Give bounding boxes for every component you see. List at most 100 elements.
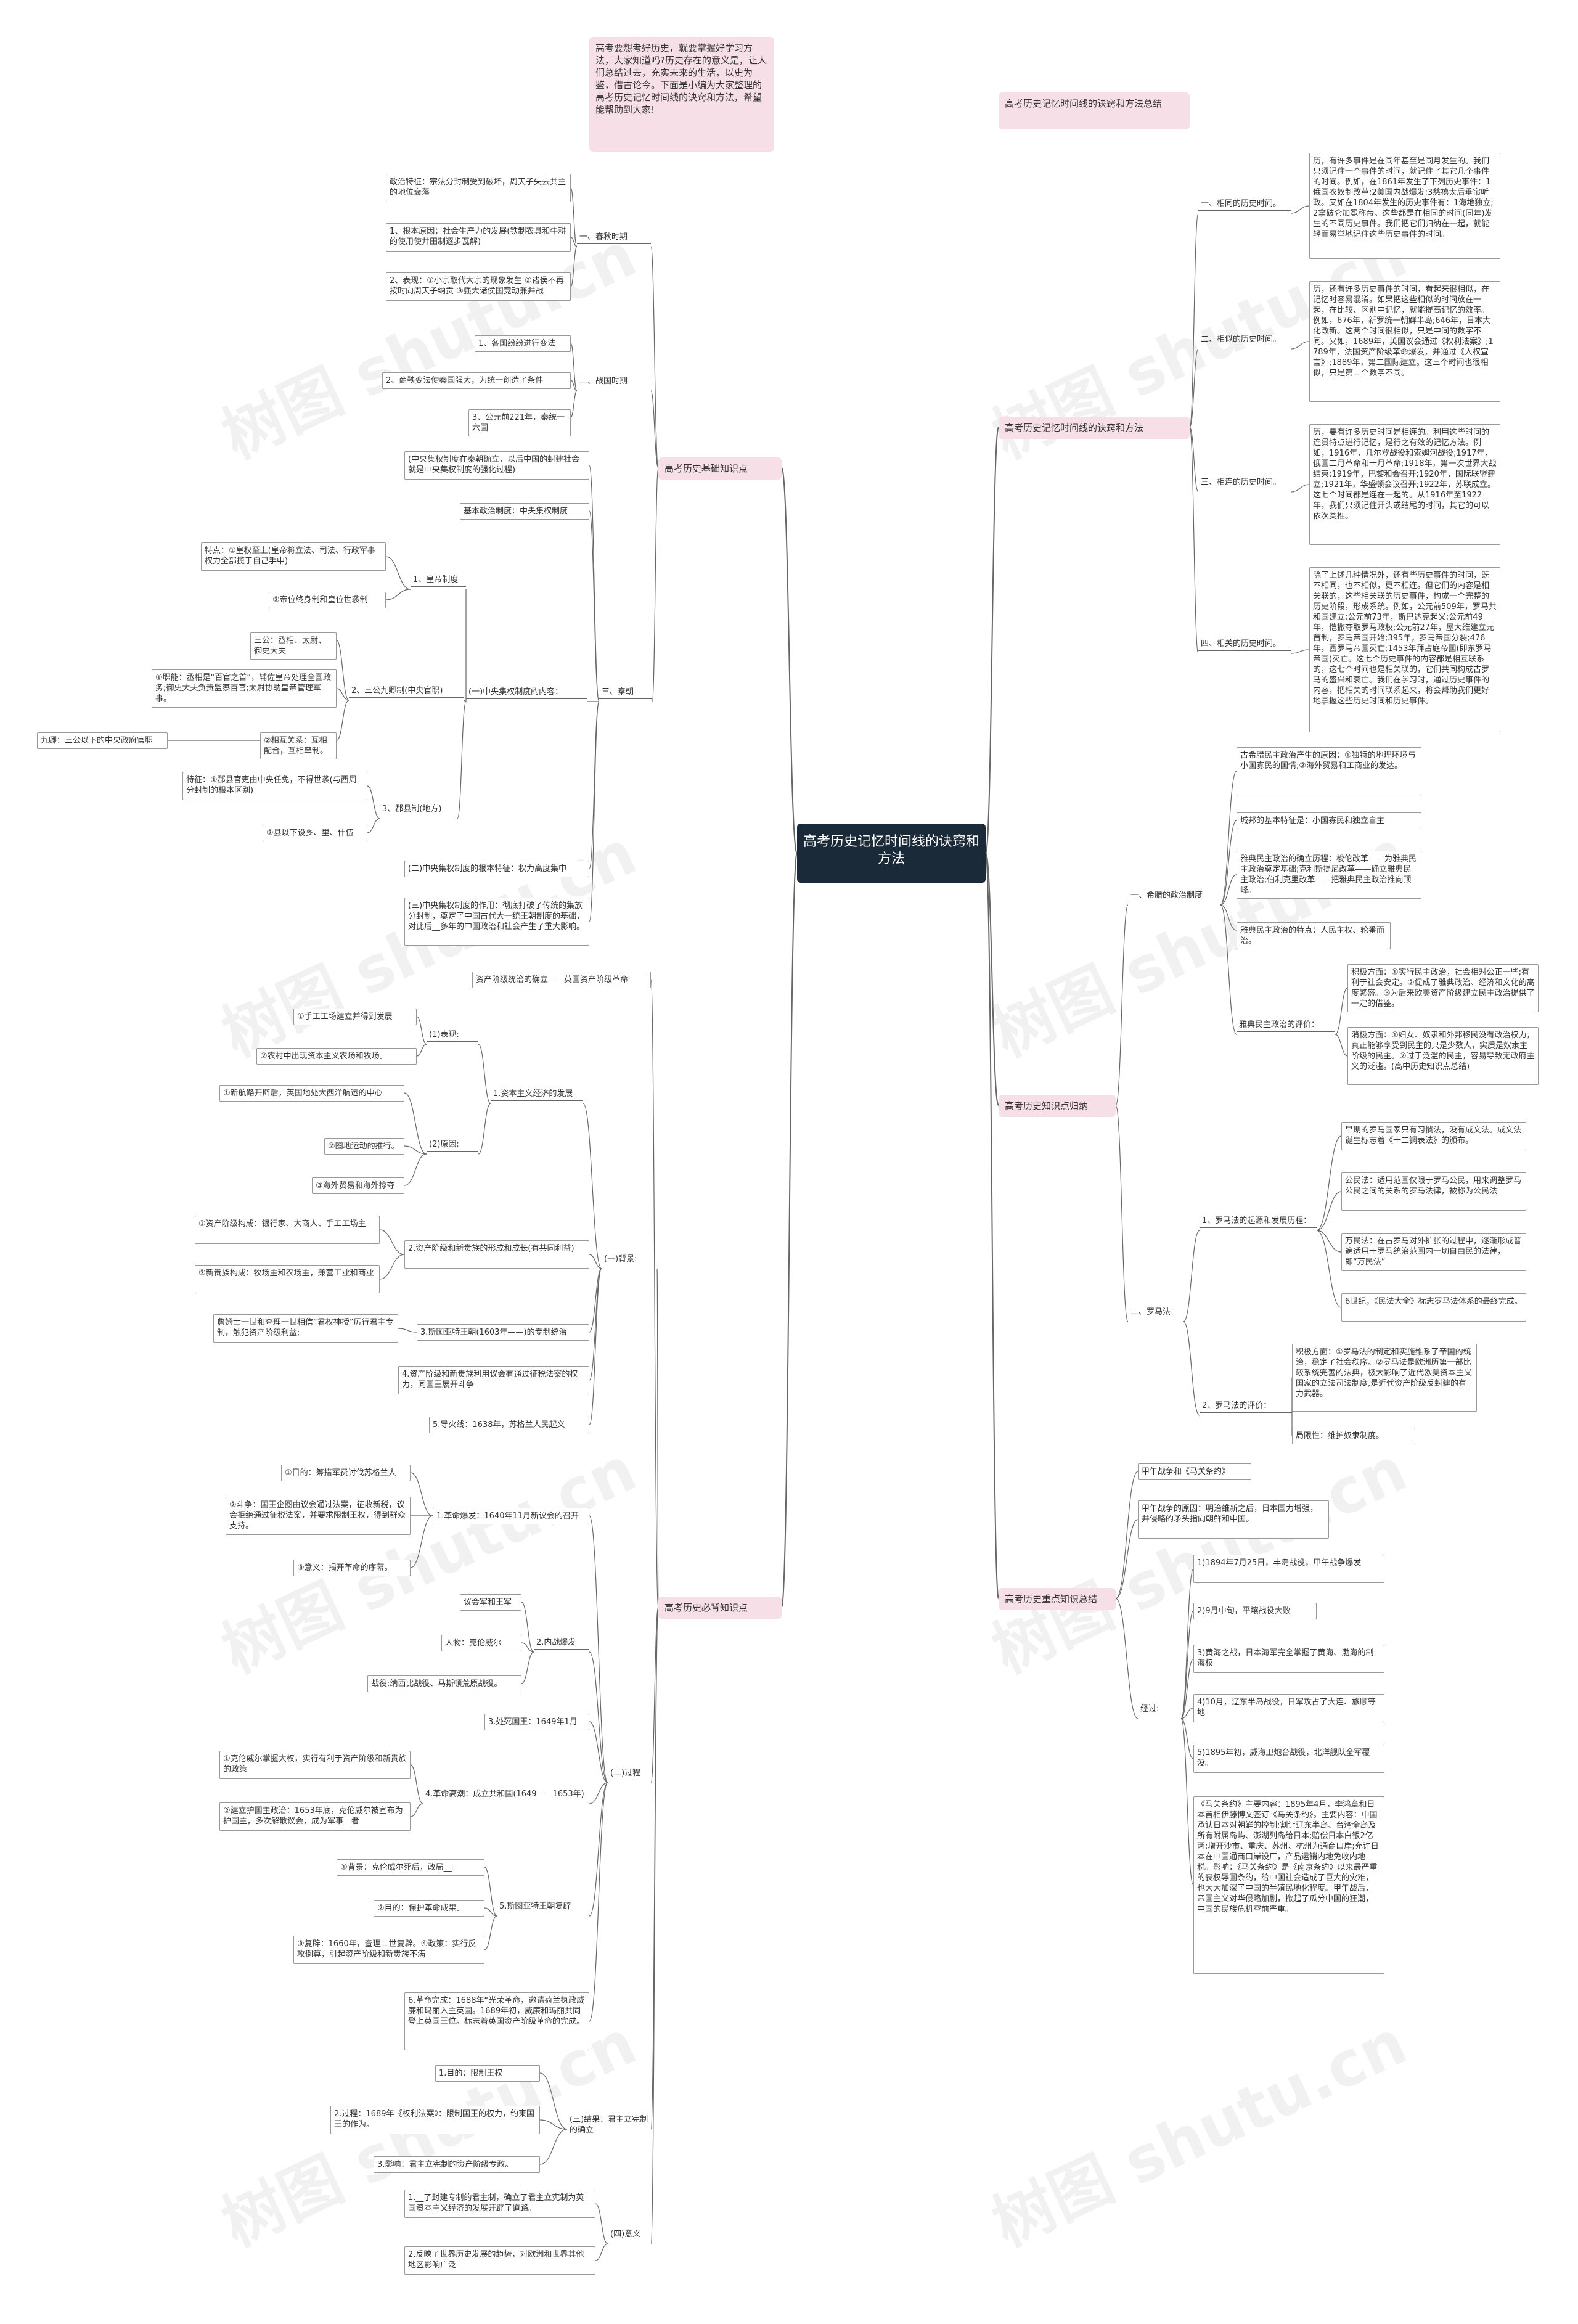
- topic-node[interactable]: 1.革命爆发：1640年11月新议会的召开: [433, 1508, 589, 1524]
- branch-topic[interactable]: 高考要想考好历史，就要掌握好学习方法，大家知道吗?历史存在的意义是，让人们总结过…: [589, 37, 774, 152]
- topic-node[interactable]: 三、相连的历史时间。: [1198, 476, 1291, 489]
- topic-node[interactable]: ①手工工场建立并得到发展: [293, 1009, 417, 1025]
- topic-node[interactable]: ①背景：克伦威尔死后，政局__。: [337, 1859, 484, 1876]
- topic-node[interactable]: 历，要有许多历史时间是相连的。利用这些时间的连贯特点进行记忆，是行之有效的记忆方…: [1309, 424, 1500, 545]
- topic-node[interactable]: 九卿：三公以下的中央政府官职: [37, 732, 168, 749]
- topic-node[interactable]: 5)1895年初，威海卫炮台战役，北洋舰队全军覆没。: [1193, 1745, 1384, 1773]
- topic-node[interactable]: 城邦的基本特征是：小国寡民和独立自主: [1237, 812, 1421, 829]
- topic-node[interactable]: ③海外贸易和海外掠夺: [312, 1177, 404, 1194]
- topic-node[interactable]: 特征：①郡县官吏由中央任免，不得世袭(与西周分封制的根本区别): [182, 772, 367, 800]
- topic-node[interactable]: ②斗争：国王企图由议会通过法案，征收新税，议会拒绝通过征税法案，并要求限制王权，…: [226, 1497, 411, 1535]
- topic-node[interactable]: 1、罗马法的起源和发展历程：: [1200, 1214, 1317, 1228]
- topic-node[interactable]: (2)原因:: [427, 1138, 478, 1152]
- topic-node[interactable]: ①资产阶级构成：银行家、大商人、手工工场主: [195, 1216, 380, 1244]
- topic-node[interactable]: 二、罗马法: [1128, 1306, 1184, 1319]
- topic-node[interactable]: ②圈地运动的推行。: [324, 1138, 404, 1155]
- topic-node[interactable]: 4.资产阶级和新贵族利用议会有通过征税法案的权力，同国王展开斗争: [398, 1366, 589, 1394]
- topic-node[interactable]: 一、希腊的政治制度: [1128, 889, 1220, 902]
- topic-node[interactable]: ②目的：保护革命成果。: [374, 1900, 484, 1917]
- topic-node[interactable]: 2、罗马法的评价：: [1200, 1399, 1292, 1413]
- topic-node[interactable]: 雅典民主政治的评价：: [1237, 1018, 1335, 1032]
- topic-node[interactable]: 甲午战争的原因：明治维新之后，日本国力增强，并侵略的矛头指向朝鲜和中国。: [1138, 1500, 1329, 1539]
- topic-node[interactable]: 历，还有许多历史事件的时间，看起来很相似，在记忆时容易混淆。如果把这些相似的时间…: [1309, 281, 1500, 402]
- topic-node[interactable]: 消极方面：①妇女、奴隶和外邦移民没有政治权力，真正能够享受到民主的只是少数人，实…: [1347, 1027, 1539, 1085]
- topic-node[interactable]: 积极方面：①罗马法的制定和实施维系了帝国的统治，稳定了社会秩序。②罗马法是欧洲历…: [1292, 1344, 1477, 1412]
- branch-topic[interactable]: 高考历史记忆时间线的诀窍和方法总结: [999, 92, 1190, 129]
- topic-node[interactable]: 古希腊民主政治产生的原因：①独特的地理环境与小国寡民的国情;②海外贸易和工商业的…: [1237, 747, 1421, 795]
- topic-node[interactable]: 人物：克伦威尔: [441, 1635, 521, 1651]
- topic-node[interactable]: ③复辟：1660年，查理二世复辟。④政策：实行反攻倒算，引起资产阶级和新贵族不满: [293, 1936, 484, 1964]
- topic-node[interactable]: 战役:纳西比战役、马斯顿荒原战役。: [367, 1675, 521, 1692]
- branch-topic[interactable]: 高考历史知识点归纳: [999, 1095, 1116, 1117]
- topic-node[interactable]: (中央集权制度在秦朝确立，以后中国的封建社会就是中央集权制度的强化过程): [404, 451, 589, 480]
- topic-node[interactable]: 公民法：适用范围仅限于罗马公民，用来调整罗马公民之间的关系的罗马法律，被称为公民…: [1341, 1172, 1526, 1211]
- topic-node[interactable]: 一、春秋时期: [577, 231, 651, 244]
- topic-node[interactable]: 4)10月，辽东半岛战役，日军攻占了大连、旅顺等地: [1193, 1694, 1384, 1722]
- topic-node[interactable]: (一)中央集权制度的内容：: [466, 685, 587, 699]
- topic-node[interactable]: ②县以下设乡、里、什伍: [263, 825, 367, 841]
- topic-node[interactable]: 局限性：维护奴隶制度。: [1292, 1428, 1415, 1444]
- topic-node[interactable]: 2、商鞅变法使秦国强大，为统一创造了条件: [382, 372, 571, 389]
- topic-node[interactable]: ①克伦威尔掌握大权，实行有利于资产阶级和新贵族的政策: [219, 1751, 411, 1779]
- topic-node[interactable]: 2、三公九卿制(中央官职): [349, 684, 464, 698]
- topic-node[interactable]: 1.目的：限制王权: [435, 2065, 540, 2082]
- central-topic[interactable]: 高考历史记忆时间线的诀窍和方法: [797, 824, 986, 883]
- topic-node[interactable]: 2.资产阶级和新贵族的形成和成长(有共同利益): [404, 1240, 589, 1269]
- topic-node[interactable]: 4.革命高潮：成立共和国(1649——1653年): [423, 1788, 589, 1801]
- topic-node[interactable]: ①目的：筹措军费讨伐苏格兰人: [281, 1465, 411, 1481]
- topic-node[interactable]: (二)中央集权制度的根本特征：权力高度集中: [404, 861, 589, 877]
- topic-node[interactable]: 特点：①皇权至上(皇帝将立法、司法、行政军事权力全部揽于自己手中): [201, 542, 386, 571]
- topic-node[interactable]: (二)过程: [608, 1767, 651, 1780]
- topic-node[interactable]: 3)黄海之战，日本海军完全掌握了黄海、渤海的制海权: [1193, 1645, 1384, 1673]
- branch-topic[interactable]: 高考历史重点知识总结: [999, 1588, 1116, 1610]
- topic-node[interactable]: ②帝位终身制和皇位世袭制: [269, 592, 386, 608]
- topic-node[interactable]: ①职能：丞相是“百官之首”，辅佐皇帝处理全国政务;御史大夫负责监察百官;太尉协助…: [152, 669, 337, 708]
- topic-node[interactable]: 政治特征：宗法分封制受到破坏，周天子失去共主的地位衰落: [386, 174, 571, 202]
- topic-node[interactable]: (一)背景:: [602, 1253, 657, 1266]
- topic-node[interactable]: 2.内战爆发: [534, 1636, 589, 1650]
- topic-node[interactable]: 6世纪，《民法大全》标志罗马法体系的最终完成。: [1341, 1293, 1526, 1322]
- branch-topic[interactable]: 高考历史必背知识点: [658, 1597, 782, 1619]
- topic-node[interactable]: 2、表现：①小宗取代大宗的现象发生 ②诸侯不再按时向周天子纳贡 ③强大诸侯国竞动…: [386, 272, 571, 301]
- topic-node[interactable]: 二、相似的历史时间。: [1198, 333, 1291, 346]
- topic-node[interactable]: 2)9月中旬，平壤战役大败: [1193, 1603, 1317, 1619]
- topic-node[interactable]: 雅典民主政治的确立历程：梭伦改革——为雅典民主政治奠定基础;克利斯提尼改革——确…: [1237, 851, 1421, 899]
- topic-node[interactable]: 1)1894年7月25日，丰岛战役，甲午战争爆发: [1193, 1555, 1384, 1583]
- topic-node[interactable]: (四)意义: [608, 2228, 651, 2241]
- topic-node[interactable]: 1.__了封建专制的君主制，确立了君主立宪制为英国资本主义经济的发展开辟了道路。: [404, 2190, 595, 2218]
- topic-node[interactable]: 雅典民主政治的特点：人民主权、轮番而治。: [1237, 922, 1391, 949]
- topic-node[interactable]: (三)中央集权制度的作用：彻底打破了传统的集族分封制，奠定了中国古代大一统王朝制…: [404, 898, 589, 946]
- topic-node[interactable]: 二、战国时期: [577, 375, 651, 388]
- topic-node[interactable]: 经过:: [1138, 1703, 1181, 1716]
- topic-node[interactable]: 1、根本原因：社会生产力的发展(铁制农具和牛耕的使用使井田制逐步瓦解): [386, 223, 571, 252]
- topic-node[interactable]: 历，有许多事件是在同年甚至是同月发生的。我们只须记住一个事件的时间，就记住了其它…: [1309, 153, 1500, 259]
- topic-node[interactable]: 甲午战争和《马关条约》: [1138, 1463, 1251, 1480]
- topic-node[interactable]: 2.反映了世界历史发展的趋势，对欧洲和世界其他地区影响广泛: [404, 2246, 595, 2275]
- topic-node[interactable]: 6.革命完成：1688年“光荣革命，邀请荷兰执政威廉和玛丽入主英国。1689年初…: [404, 1992, 589, 2050]
- topic-node[interactable]: 1、皇帝制度: [411, 573, 466, 587]
- topic-node[interactable]: 《马关条约》主要内容：1895年4月，李鸿章和日本首相伊藤博文签订《马关条约》。…: [1193, 1796, 1384, 1974]
- topic-node[interactable]: 四、相关的历史时间。: [1198, 637, 1291, 651]
- topic-node[interactable]: 除了上述几种情况外，还有些历史事件的时间，既不相同，也不相似，更不相连。但它们的…: [1309, 567, 1500, 732]
- branch-topic[interactable]: 高考历史记忆时间线的诀窍和方法: [999, 417, 1190, 439]
- topic-node[interactable]: 3、公元前221年，秦统一六国: [468, 409, 571, 436]
- topic-node[interactable]: 5.斯图亚特王朝复辟: [497, 1900, 589, 1913]
- topic-node[interactable]: ②农村中出现资本主义农场和牧场。: [256, 1048, 417, 1065]
- topic-node[interactable]: 议会军和王军: [460, 1594, 521, 1611]
- topic-node[interactable]: ②相互关系：互相配合，互相牵制。: [260, 732, 337, 759]
- topic-node[interactable]: 1.资本主义经济的发展: [491, 1087, 583, 1101]
- topic-node[interactable]: 3.处死国王：1649年1月: [484, 1714, 589, 1730]
- topic-node[interactable]: 3.影响：君主立宪制的资产阶级专政。: [374, 2156, 540, 2173]
- topic-node[interactable]: 早期的罗马国家只有习惯法，没有成文法。成文法诞生标志着《十二铜表法》的颁布。: [1341, 1122, 1526, 1150]
- topic-node[interactable]: 3.斯图亚特王朝(1603年——)的专制统治: [417, 1324, 589, 1341]
- topic-node[interactable]: 资产阶级统治的确立——英国资产阶级革命: [472, 972, 651, 988]
- topic-node[interactable]: 三公：丞相、太尉、御史大夫: [250, 632, 337, 660]
- branch-topic[interactable]: 高考历史基础知识点: [658, 457, 782, 480]
- topic-node[interactable]: ③意义：揭开革命的序幕。: [293, 1560, 411, 1576]
- topic-node[interactable]: 詹姆士一世和查理一世相信“君权神授”厉行君主专制，触犯资产阶级利益;: [213, 1314, 398, 1343]
- topic-node[interactable]: 万民法：在古罗马对外扩张的过程中，逐渐形成普遍适用于罗马统治范围内一切自由民的法…: [1341, 1233, 1526, 1271]
- topic-node[interactable]: ①新航路开辟后，英国地处大西洋航运的中心: [219, 1085, 404, 1102]
- topic-node[interactable]: ②建立护国主政治：1653年底，克伦威尔被宣布为护国主，多次解散议会，成为军事_…: [219, 1802, 411, 1831]
- topic-node[interactable]: 5.导火线：1638年，苏格兰人民起义: [429, 1417, 589, 1433]
- topic-node[interactable]: (1)表现:: [427, 1028, 478, 1042]
